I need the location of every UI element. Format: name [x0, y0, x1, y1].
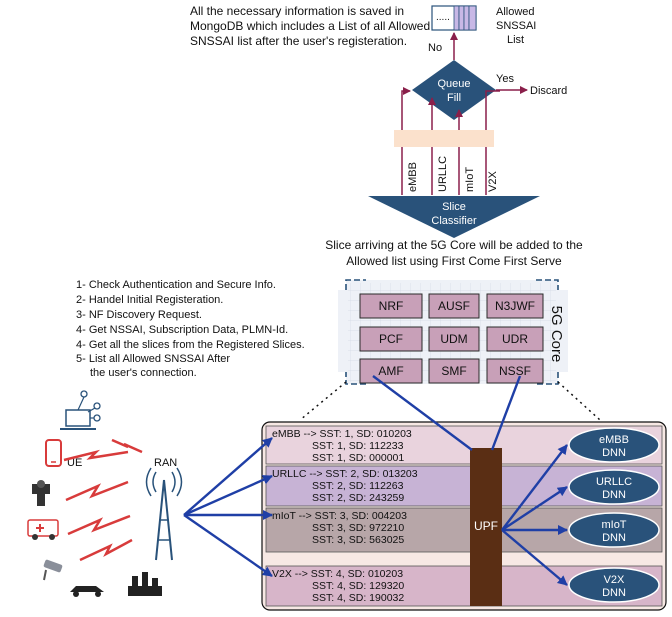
nf-nssf: NSSF [486, 358, 544, 384]
slice-line: SST: 2, SD: 112263 [312, 480, 404, 492]
slice-line: SST: 2, SD: 243259 [312, 492, 404, 504]
slice-line: eMBB --> SST: 1, SD: 010203 [272, 428, 412, 440]
nf-n3jwf: N3JWF [486, 293, 544, 319]
dnn-label: mIoT [601, 519, 626, 531]
ue-label: UE [67, 457, 82, 469]
upf-label: UPF [474, 519, 498, 533]
nf-smf: SMF [428, 358, 480, 384]
yes-label: Yes [496, 73, 514, 85]
step-5-cont: the user's connection. [90, 367, 197, 379]
wireless-signal-bolts [63, 438, 143, 562]
nf-label: PCF [379, 332, 403, 346]
steps-list: 1- Check Authentication and Secure Info.… [76, 279, 305, 379]
dnn-label: V2X [604, 574, 625, 586]
slice-input-arrows [401, 87, 500, 130]
slice-input-v2x: V2X [487, 171, 499, 192]
ran-label: RAN [154, 457, 177, 469]
queue-dots: ..... [436, 12, 450, 23]
network-functions: NRF AUSF N3JWF PCF UDM UDR AMF SMF NSSF [359, 293, 544, 384]
classifier-label-1: Slice [442, 201, 466, 213]
dnn-label: DNN [602, 532, 626, 544]
top-note-line-1: All the necessary information is saved i… [190, 4, 404, 18]
allowed-list-label-3: List [507, 34, 524, 46]
slice-line: SST: 1, SD: 112233 [312, 440, 404, 452]
dnn-label: DNN [602, 489, 626, 501]
slice-input-miot: mIoT [464, 167, 476, 192]
ran-to-slice-arrows [183, 437, 273, 577]
iot-laptop-icon [60, 390, 101, 430]
ran-tower-icon [145, 467, 183, 561]
dnn-label: DNN [602, 447, 626, 459]
phone-icon [45, 439, 62, 467]
nf-label: AUSF [438, 299, 470, 313]
core-to-upf-links [372, 375, 522, 451]
nf-udm: UDM [428, 326, 480, 352]
buffer-band [394, 130, 494, 147]
allowed-list-stack: ..... [431, 5, 477, 31]
nf-amf: AMF [359, 358, 423, 384]
nf-nrf: NRF [359, 293, 423, 319]
slice-line: V2X --> SST: 4, SD: 010203 [272, 568, 403, 580]
nf-label: UDR [502, 332, 528, 346]
top-note-line-3: SNSSAI list after the user's registerati… [190, 34, 407, 48]
dnn-label: DNN [602, 587, 626, 599]
slice-input-embb: eMBB [407, 162, 419, 192]
slice-line: SST: 1, SD: 000001 [312, 452, 404, 464]
queue-label-2: Fill [447, 92, 461, 104]
car-icon [70, 586, 104, 597]
nf-label: N3JWF [495, 299, 535, 313]
slice-line: SST: 4, SD: 190032 [312, 592, 404, 604]
nf-label: NSSF [499, 364, 531, 378]
step-3: 3- NF Discovery Request. [76, 309, 202, 321]
nf-label: NRF [379, 299, 404, 313]
upf-box [470, 448, 502, 606]
classifier-label-2: Classifier [431, 215, 477, 227]
no-label: No [428, 42, 442, 54]
top-note-line-2: MongoDB which includes a List of all All… [190, 19, 430, 33]
dnn-label: eMBB [599, 434, 629, 446]
allowed-list-label-1: Allowed [496, 6, 535, 18]
step-4b: 4- Get all the slices from the Registere… [76, 339, 305, 351]
dnn-label: URLLC [596, 476, 632, 488]
slice-line: SST: 3, SD: 972210 [312, 522, 404, 534]
slice-input-urllc: URLLC [437, 156, 449, 192]
step-1: 1- Check Authentication and Secure Info. [76, 279, 276, 291]
step-4a: 4- Get NSSAI, Subscription Data, PLMN-Id… [76, 324, 288, 336]
slice-line: mIoT --> SST: 3, SD: 004203 [272, 510, 407, 522]
core-caption-2: Allowed list using First Come First Serv… [346, 254, 562, 268]
top-note: All the necessary information is saved i… [190, 4, 430, 48]
core-caption-1: Slice arriving at the 5G Core will be ad… [325, 238, 583, 252]
slice-line: SST: 3, SD: 563025 [312, 534, 404, 546]
step-2: 2- Handel Initial Registeration. [76, 294, 223, 306]
nf-label: UDM [440, 332, 467, 346]
step-5: 5- List all Allowed SNSSAI After [76, 353, 230, 365]
factory-icon [128, 572, 162, 596]
nf-label: SMF [441, 364, 466, 378]
core-callout-lines [299, 381, 601, 421]
queue-fill-diamond [412, 60, 496, 120]
nf-label: AMF [378, 364, 403, 378]
core-title: 5G Core [548, 306, 565, 363]
discard-label: Discard [530, 85, 567, 97]
allowed-list-label-2: SNSSAI [496, 20, 536, 32]
nf-ausf: AUSF [428, 293, 480, 319]
nf-pcf: PCF [359, 326, 423, 352]
slice-classifier-funnel [368, 196, 540, 238]
queue-label-1: Queue [437, 78, 470, 90]
ambulance-icon [27, 519, 59, 540]
robot-arm-icon [32, 480, 50, 506]
slice-line: URLLC --> SST: 2, SD: 013203 [272, 468, 418, 480]
camera-icon [43, 559, 63, 581]
nf-udr: UDR [486, 326, 544, 352]
slice-line: SST: 4, SD: 129320 [312, 580, 404, 592]
